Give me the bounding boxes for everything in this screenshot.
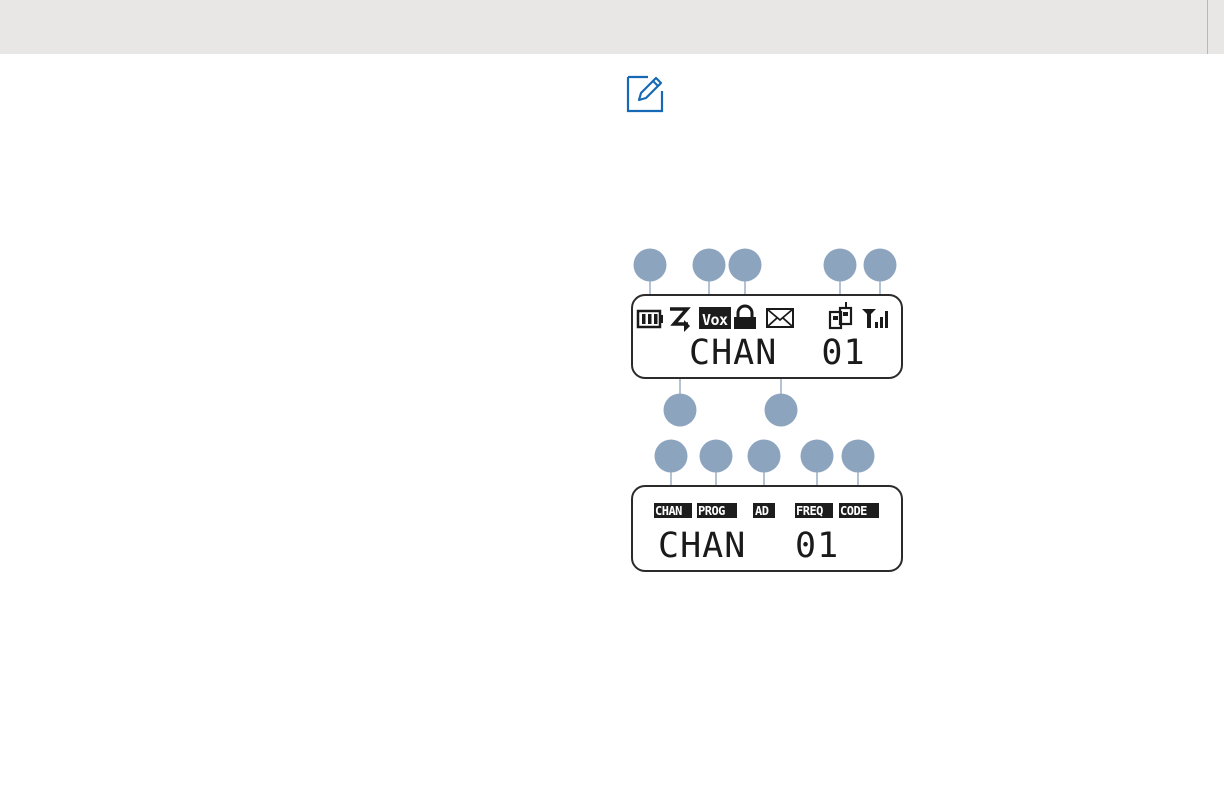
- svg-text:CHAN: CHAN: [655, 504, 682, 518]
- svg-text:FREQ: FREQ: [796, 504, 823, 518]
- callout-dot: [700, 440, 733, 473]
- svg-text:PROG: PROG: [698, 504, 725, 518]
- callout-dot: [693, 249, 726, 282]
- svg-text:AD: AD: [755, 504, 769, 518]
- lcd-main-text: CHAN 01: [689, 333, 866, 373]
- ad-mode-tag: AD: [753, 503, 775, 518]
- lcd-main-left-text: CHAN: [658, 526, 746, 566]
- callout-dot: [842, 440, 875, 473]
- callout-dot: [824, 249, 857, 282]
- prog-mode-tag: PROG: [697, 503, 737, 518]
- callout-dot: [664, 394, 697, 427]
- vox-label: Vox: [702, 311, 728, 329]
- callout-dot: [748, 440, 781, 473]
- callout-dot: [765, 394, 798, 427]
- callout-dot: [729, 249, 762, 282]
- vox-icon: Vox: [699, 307, 731, 329]
- callout-dot: [801, 440, 834, 473]
- freq-mode-tag: FREQ: [795, 503, 833, 518]
- callout-dot: [655, 440, 688, 473]
- callout-dot: [864, 249, 897, 282]
- svg-text:CODE: CODE: [840, 504, 867, 518]
- lcd-main-right-text: 01: [795, 526, 839, 566]
- callout-dot: [634, 249, 667, 282]
- chan-mode-tag: CHAN: [654, 503, 692, 518]
- code-mode-tag: CODE: [839, 503, 879, 518]
